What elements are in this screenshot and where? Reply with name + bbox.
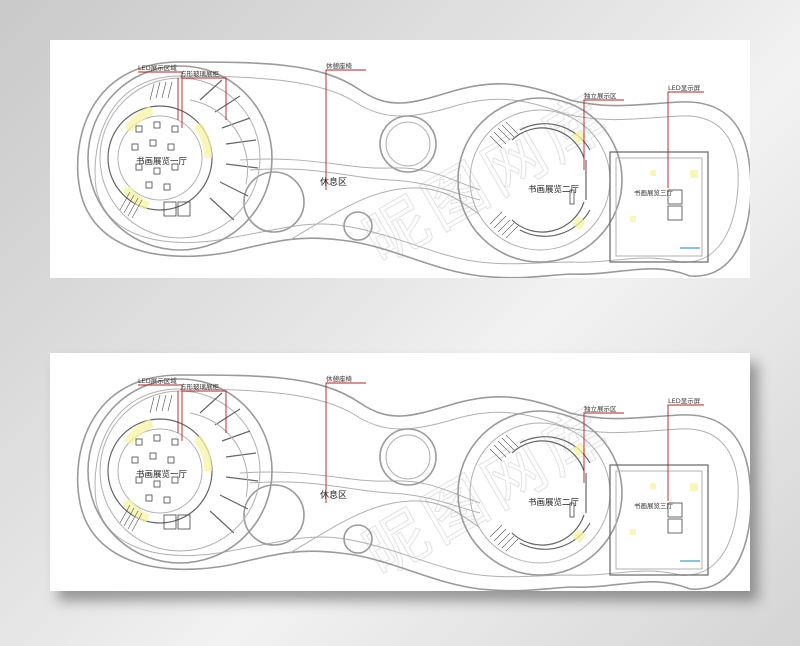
label-hall-two: 书画展览二厅 [528,497,580,508]
label-rest-chair: 休憩座椅 [326,61,353,70]
label-rest-zone: 休息区 [320,489,347,501]
label-led-area: LED展示区域 [138,63,177,72]
label-rest-zone: 休息区 [320,176,347,188]
label-led-screen: LED显示屏 [668,84,701,92]
label-hall-one: 书画展览一厅 [136,469,188,480]
floor-plan-panel-top: LED展示区域 方形玻璃展柜 休憩座椅 独立展示区 LED显示屏 书画展览一厅 … [50,40,750,278]
floor-plan-top: LED展示区域 方形玻璃展柜 休憩座椅 独立展示区 LED显示屏 书画展览一厅 … [76,61,750,278]
label-hall-three: 书画展览三厅 [634,501,674,510]
label-hall-one: 书画展览一厅 [136,156,188,167]
floor-plan-bottom: LED展示区域 方形玻璃展柜 休憩座椅 独立展示区 LED显示屏 书画展览一厅 … [76,374,750,591]
label-standalone-area: 独立展示区 [584,404,617,413]
label-standalone-area: 独立展示区 [584,91,617,100]
floor-plan-panel-bottom: LED展示区域 方形玻璃展柜 休憩座椅 独立展示区 LED显示屏 书画展览一厅 … [50,353,750,591]
label-rest-chair: 休憩座椅 [326,374,353,383]
label-hall-two: 书画展览二厅 [528,184,580,195]
label-led-area: LED展示区域 [138,376,177,385]
label-glass-cabinet: 方形玻璃展柜 [180,382,220,391]
label-hall-three: 书画展览三厅 [634,188,674,197]
label-glass-cabinet: 方形玻璃展柜 [180,69,220,78]
label-led-screen: LED显示屏 [668,397,701,405]
